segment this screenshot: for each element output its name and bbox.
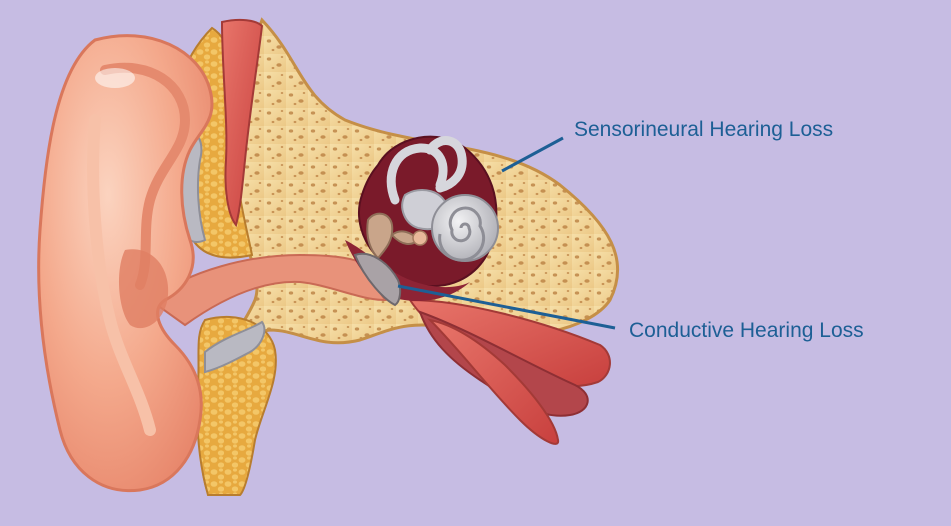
conductive-label: Conductive Hearing Loss bbox=[629, 319, 864, 342]
pinna-helix-fold bbox=[100, 62, 191, 290]
sensorineural-leader-line bbox=[501, 136, 564, 173]
eardrum bbox=[353, 252, 402, 307]
stapes bbox=[412, 230, 428, 246]
pinna-concha bbox=[118, 249, 169, 329]
pinna-highlight bbox=[95, 68, 135, 88]
conductive-leader-line bbox=[397, 284, 616, 330]
cochlea bbox=[431, 194, 499, 262]
muscle-top bbox=[220, 18, 264, 228]
semicircular-canals bbox=[386, 136, 467, 205]
cartilage-lower bbox=[204, 320, 266, 374]
sensorineural-label: Sensorineural Hearing Loss bbox=[574, 118, 834, 141]
muscle-lower-3 bbox=[426, 318, 560, 445]
ear-canal bbox=[148, 253, 387, 327]
pinna-antihelix bbox=[87, 114, 156, 436]
